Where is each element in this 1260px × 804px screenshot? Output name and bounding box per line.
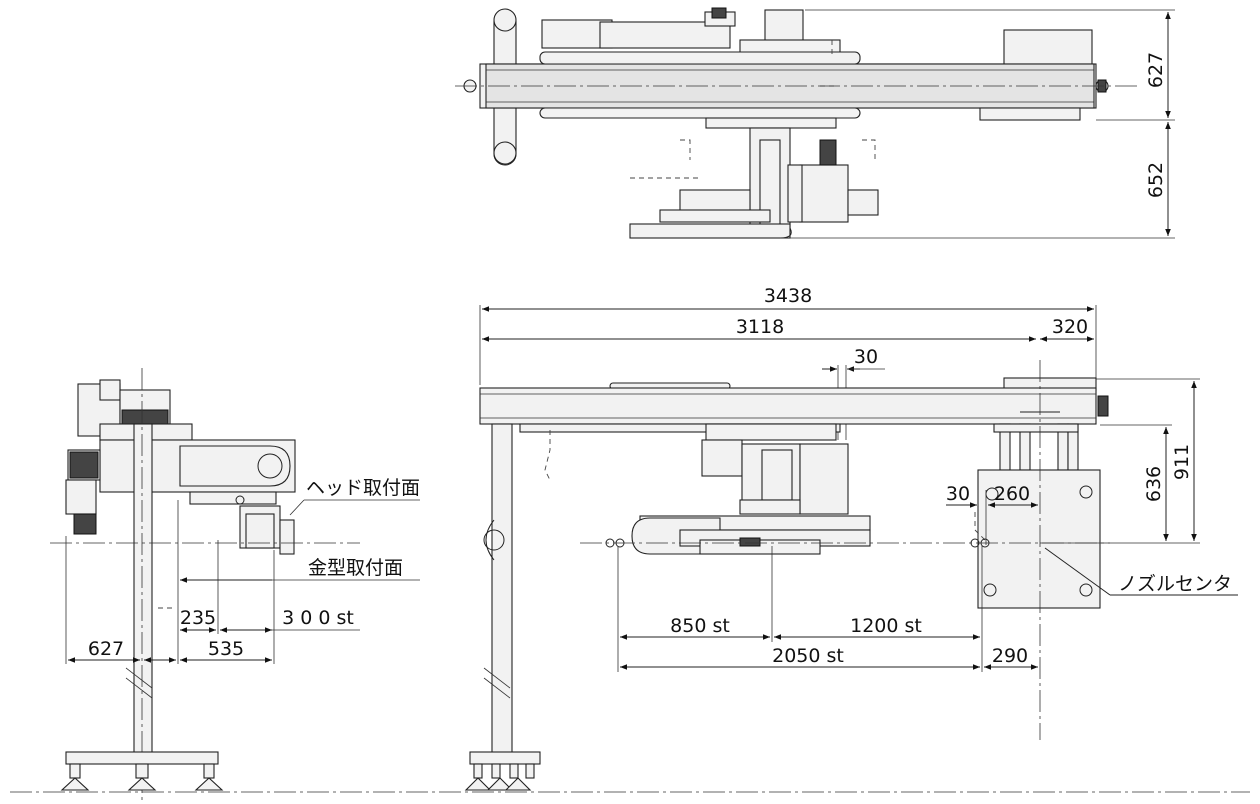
- dim-260: 260: [994, 483, 1030, 505]
- dim-300-st: 3 0 0 st: [282, 607, 354, 629]
- side-view: [50, 368, 420, 800]
- dim-911: 911: [1171, 444, 1193, 480]
- dim-3118: 3118: [736, 316, 784, 338]
- dim-3438: 3438: [764, 285, 812, 307]
- dim-636: 636: [1143, 466, 1165, 502]
- front-view: [464, 305, 1238, 791]
- top-view: [455, 7, 1175, 239]
- dim-320: 320: [1052, 316, 1088, 338]
- dim-left-235: 235: [180, 607, 216, 629]
- dim-top-627: 627: [1145, 52, 1167, 88]
- dim-top-652: 652: [1145, 162, 1167, 198]
- dim-2050-st: 2050 st: [772, 645, 844, 667]
- dim-left-535: 535: [208, 638, 244, 660]
- dim-1200-st: 1200 st: [850, 615, 922, 637]
- label-head-mount-face: ヘッド取付面: [306, 477, 420, 499]
- label-nozzle-center: ノズルセンタ: [1118, 573, 1232, 595]
- dim-left-627: 627: [88, 638, 124, 660]
- dim-30-side: 30: [946, 483, 970, 505]
- dim-30-top: 30: [854, 346, 878, 368]
- label-mold-mount-face: 金型取付面: [308, 557, 403, 579]
- dim-290: 290: [992, 645, 1028, 667]
- dim-850-st: 850 st: [670, 615, 730, 637]
